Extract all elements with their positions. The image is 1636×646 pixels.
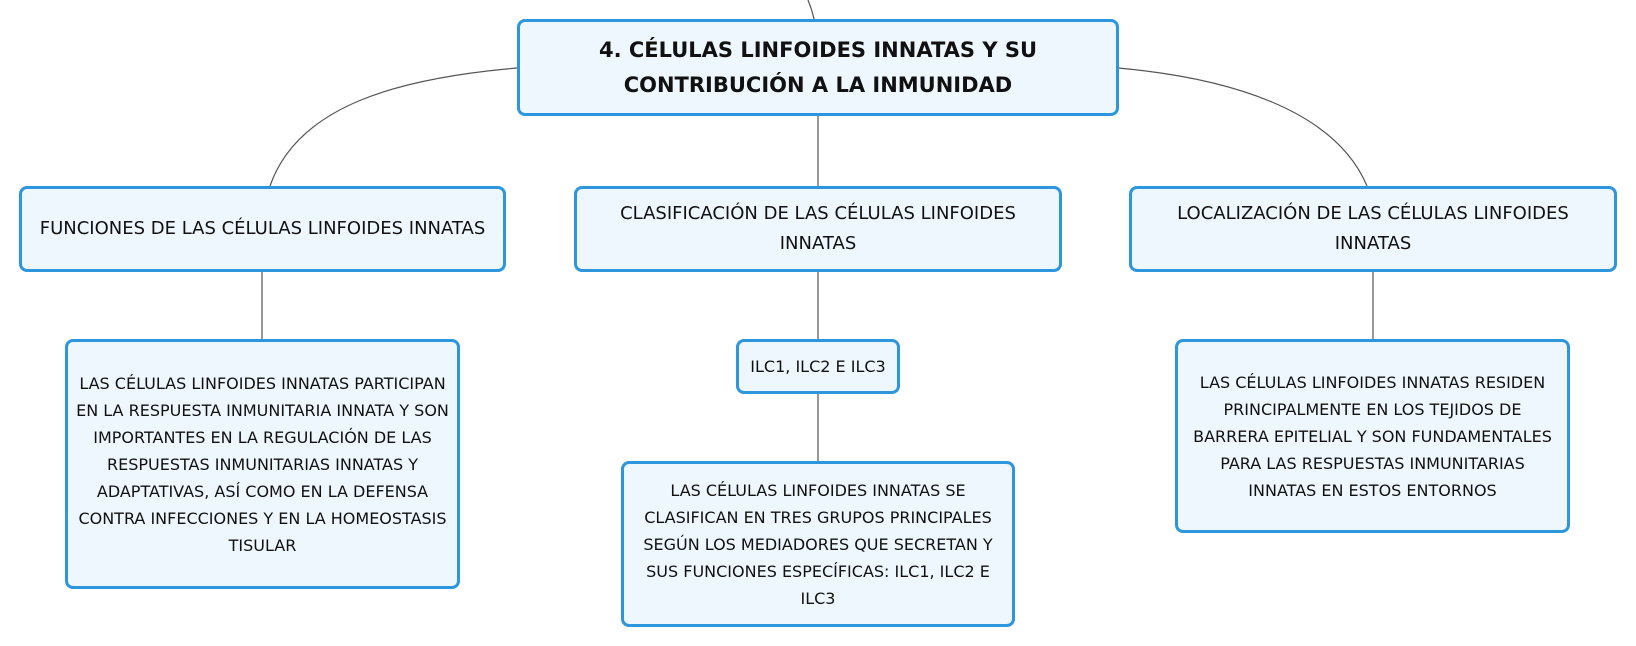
subtopic-ilc-groups[interactable]: ILC1, ILC2 E ILC3 [736, 339, 900, 394]
topic-localizacion[interactable]: LOCALIZACIÓN DE LAS CÉLULAS LINFOIDES IN… [1129, 186, 1617, 272]
topic-clasificacion-label: CLASIFICACIÓN DE LAS CÉLULAS LINFOIDES I… [620, 203, 1016, 254]
subtopic-ilc-groups-label: ILC1, ILC2 E ILC3 [750, 356, 886, 376]
detail-clasificacion-text: LAS CÉLULAS LINFOIDES INNATAS SE CLASIFI… [643, 480, 993, 608]
topic-funciones[interactable]: FUNCIONES DE LAS CÉLULAS LINFOIDES INNAT… [19, 186, 506, 272]
detail-localizacion[interactable]: LAS CÉLULAS LINFOIDES INNATAS RESIDEN PR… [1175, 339, 1570, 533]
detail-clasificacion[interactable]: LAS CÉLULAS LINFOIDES INNATAS SE CLASIFI… [621, 461, 1015, 627]
connector-root-to-funciones [269, 67, 518, 187]
topic-clasificacion[interactable]: CLASIFICACIÓN DE LAS CÉLULAS LINFOIDES I… [574, 186, 1062, 272]
detail-localizacion-text: LAS CÉLULAS LINFOIDES INNATAS RESIDEN PR… [1193, 372, 1552, 500]
detail-funciones-text: LAS CÉLULAS LINFOIDES INNATAS PARTICIPAN… [76, 373, 449, 555]
root-topic[interactable]: 4. CÉLULAS LINFOIDES INNATAS Y SU CONTRI… [517, 19, 1119, 116]
connector-root-incoming [807, 0, 815, 20]
detail-funciones[interactable]: LAS CÉLULAS LINFOIDES INNATAS PARTICIPAN… [65, 339, 460, 589]
topic-funciones-label: FUNCIONES DE LAS CÉLULAS LINFOIDES INNAT… [39, 218, 486, 239]
topic-localizacion-label: LOCALIZACIÓN DE LAS CÉLULAS LINFOIDES IN… [1177, 203, 1569, 254]
root-topic-label: 4. CÉLULAS LINFOIDES INNATAS Y SU CONTRI… [598, 37, 1038, 97]
connector-root-to-localizacion [1117, 67, 1368, 187]
